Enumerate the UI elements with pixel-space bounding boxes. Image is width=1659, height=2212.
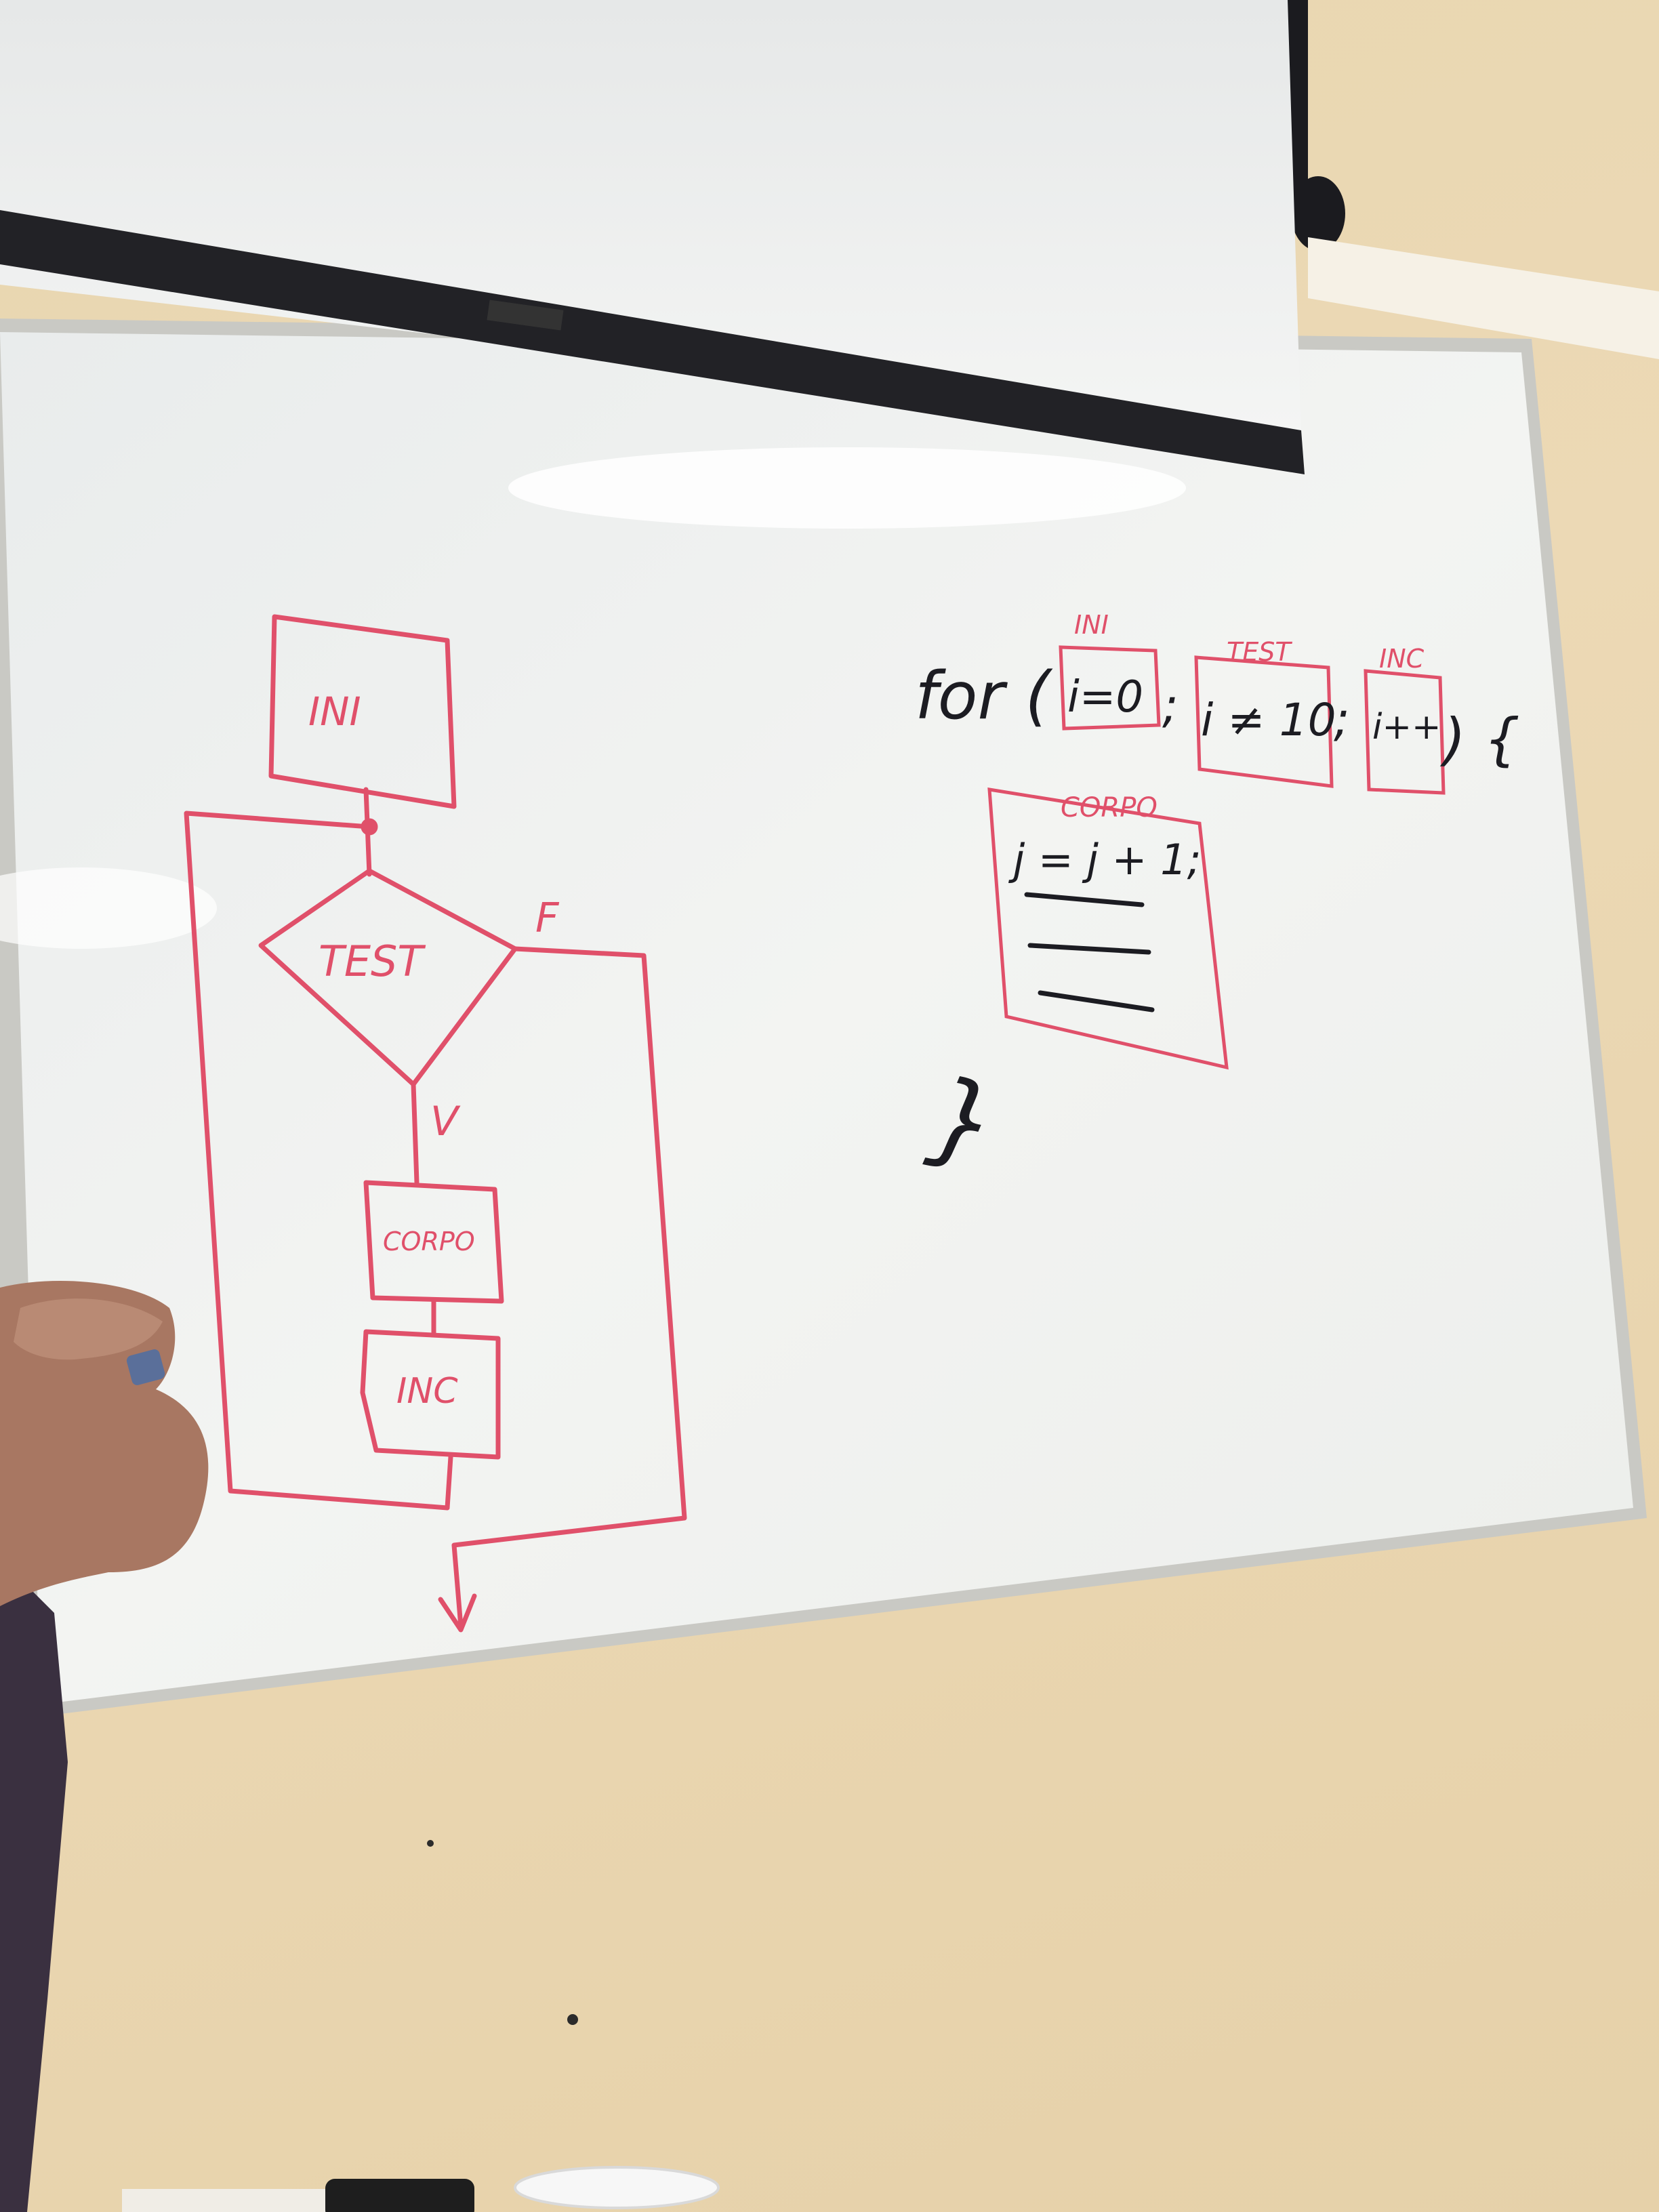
code-placeholder-line-2 (1027, 943, 1151, 955)
wall-mark (567, 2014, 578, 2025)
code-separator-2: ; (1334, 691, 1350, 747)
code-test-expr: i ≠ 10 (1201, 694, 1336, 746)
flowchart-labels: INI TEST F V CORPO INC (308, 689, 560, 1412)
flowchart-start-label: INI (308, 689, 361, 735)
code-body-line: j = j + 1; (1008, 835, 1202, 884)
code-placeholder-line-3 (1038, 990, 1155, 1012)
code-init-header: INI (1074, 610, 1109, 640)
code-inc-box (1364, 669, 1446, 795)
bottom-objects (122, 2166, 720, 2212)
flowchart (184, 614, 687, 1633)
flowchart-true-label: V (430, 1098, 461, 1145)
flowchart-increment-label: INC (396, 1371, 458, 1412)
flowchart-false-label: F (535, 895, 560, 942)
code-init-expr: i=0 (1067, 672, 1143, 722)
code-init-box (1059, 645, 1161, 731)
flowchart-body-box (363, 1180, 504, 1304)
code-body-box (987, 787, 1229, 1070)
flowchart-true-branch (411, 1082, 419, 1185)
code-inc-expr: i++ (1372, 707, 1441, 747)
flowchart-false-branch (451, 946, 687, 1629)
code-placeholder-line-1 (1024, 892, 1145, 907)
person-arm (0, 1281, 209, 2212)
code-keyword: for ( (915, 658, 1053, 734)
whiteboard (0, 319, 1647, 1721)
code-separator-1: ; (1162, 678, 1179, 733)
code-inc-header: INC (1379, 644, 1425, 674)
wall-mark (427, 1840, 434, 1847)
flowchart-test-label: TEST (319, 937, 426, 986)
flowchart-increment-box (360, 1329, 501, 1460)
flowchart-start-box (268, 614, 457, 809)
flowchart-connector-3 (445, 1454, 453, 1511)
flowchart-loop-line (184, 811, 450, 1511)
code-open-brace: ) { (1439, 706, 1520, 773)
projector-screen (0, 0, 1345, 474)
flowchart-exit-arrow (438, 1593, 477, 1633)
wall-trim (1308, 237, 1659, 359)
flowchart-body-label: CORPO (383, 1227, 475, 1256)
code-test-box (1194, 655, 1334, 788)
